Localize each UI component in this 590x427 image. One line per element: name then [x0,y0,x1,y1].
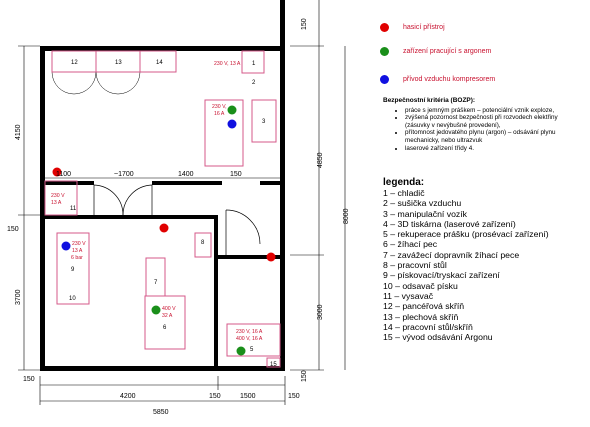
marker-label: přívod vzduchu kompresorem [403,76,496,83]
svg-text:8: 8 [201,240,205,246]
svg-text:150: 150 [288,393,300,400]
legend-item: 11 – vysavač [383,290,434,301]
marker-legend-argon: zařízení pracující s argonem [380,47,491,56]
svg-text:150: 150 [301,18,308,30]
svg-text:8000: 8000 [343,208,350,224]
svg-text:4150: 4150 [15,124,22,140]
equipment [44,50,281,368]
svg-text:10: 10 [69,296,76,302]
legend-title: legenda: [383,177,425,188]
legend-item: 12 – pancéřová skříň [383,301,465,312]
svg-text:150: 150 [301,370,308,382]
legend-item: 5 – rekuperace prášku (prosévací zařízen… [383,229,549,240]
safety-list: práce s jemným práškem – potenciální vzn… [383,107,583,153]
legend-item: 4 – 3D tiskárna (laserové zařízení) [383,218,516,229]
compressed-air-marker [227,119,237,129]
svg-text:1500: 1500 [240,393,256,400]
compressed-air-marker [61,241,71,251]
svg-text:230 V: 230 V [72,241,86,247]
svg-text:6 bar: 6 bar [71,255,83,261]
fire-extinguisher-marker [52,167,62,177]
svg-text:230 V,: 230 V, [212,104,227,110]
legend-item: 2 – sušička vzduchu [383,198,462,209]
legend-item: 3 – manipulační vozík [383,208,468,219]
safety-item: práce s jemným práškem – potenciální vzn… [405,107,583,115]
svg-text:3000: 3000 [317,304,324,320]
svg-text:5: 5 [250,347,254,353]
svg-text:6: 6 [163,325,167,331]
svg-text:5850: 5850 [153,409,169,416]
svg-text:230 V, 13 A: 230 V, 13 A [214,61,241,67]
safety-item: laserové zařízení třídy 4. [405,145,583,153]
legend-item: 1 – chladič [383,188,425,198]
svg-text:150: 150 [23,376,35,383]
svg-text:150: 150 [230,171,242,178]
svg-text:4850: 4850 [317,152,324,168]
svg-text:3: 3 [262,119,266,125]
markers [52,105,276,356]
legend-list: 1 – chladič 2 – sušička vzduchu 3 – mani… [383,188,588,342]
green-dot-icon [380,47,389,56]
argon-device-marker [151,305,161,315]
svg-text:2: 2 [252,80,256,86]
svg-text:4200: 4200 [120,393,136,400]
walls [40,0,285,371]
cabinet-doors [51,71,141,95]
svg-text:9: 9 [71,267,75,273]
marker-label: zařízení pracující s argonem [403,48,492,55]
legend-item: 7 – zavážecí dopravník žíhací pece [383,249,520,260]
svg-text:400 V: 400 V [162,306,176,312]
legend-item: 8 – pracovní stůl [383,260,447,271]
svg-text:230 V, 16 A: 230 V, 16 A [236,329,263,335]
fire-extinguisher-marker [266,252,276,262]
svg-text:~1700: ~1700 [114,171,134,178]
legend-item: 13 – plechová skříň [383,311,459,322]
safety-criteria: Bezpečnostní kritéria (BOZP): práce s je… [383,97,583,152]
safety-item: přítomnost jedovatého plynu (argon) – od… [405,129,583,144]
item-numbers: 12 13 14 1 2 3 4 11 8 9 10 7 6 5 15 [69,60,277,368]
fire-extinguisher-marker [159,223,169,233]
marker-legend-air: přívod vzduchu kompresorem [380,75,495,84]
legend-item: 9 – pískovací/tryskací zařízení [383,270,500,281]
safety-title: Bezpečnostní kritéria (BOZP): [383,97,476,104]
svg-text:12: 12 [71,60,78,66]
svg-text:7: 7 [154,280,158,286]
argon-device-marker [236,346,246,356]
marker-label: hasicí přístroj [403,24,445,31]
svg-text:16 A: 16 A [214,111,225,117]
svg-text:150: 150 [7,226,19,233]
safety-item: zvýšená pozornost bezpečnosti při rozvod… [405,114,583,129]
equipment-legend: legenda: 1 – chladič 2 – sušička vzduchu… [383,177,588,342]
dimension-lines [18,0,346,405]
svg-text:11: 11 [70,206,77,212]
svg-text:13 A: 13 A [72,248,83,254]
svg-text:1400: 1400 [178,171,194,178]
dimension-labels: 150 4150 4850 8000 150 3700 3000 150 110… [7,18,350,416]
svg-text:14: 14 [156,60,163,66]
svg-text:13: 13 [115,60,122,66]
svg-text:1: 1 [252,61,256,67]
legend-item: 15 – vývod odsávání Argonu [383,332,493,343]
svg-text:3700: 3700 [15,289,22,305]
electrical-labels: 230 V, 13 A 230 V, 16 A 230 V 13 A 230 V… [51,61,263,342]
svg-text:32 A: 32 A [162,313,173,319]
red-dot-icon [380,23,389,32]
legend-item: 6 – žíhací pec [383,239,438,250]
door-double [93,184,153,216]
argon-device-marker [227,105,237,115]
legend-item: 14 – pracovní stůl/skříň [383,321,473,332]
svg-text:400 V, 16 A: 400 V, 16 A [236,336,263,342]
marker-legend-fire: hasicí přístroj [380,23,445,32]
blue-dot-icon [380,75,389,84]
svg-text:230 V: 230 V [51,193,65,199]
door-single [225,209,261,255]
svg-text:15: 15 [270,362,277,368]
svg-text:150: 150 [209,393,221,400]
legend-item: 10 – odsavač písku [383,280,458,291]
svg-text:1100: 1100 [56,171,71,178]
svg-text:13 A: 13 A [51,200,62,206]
